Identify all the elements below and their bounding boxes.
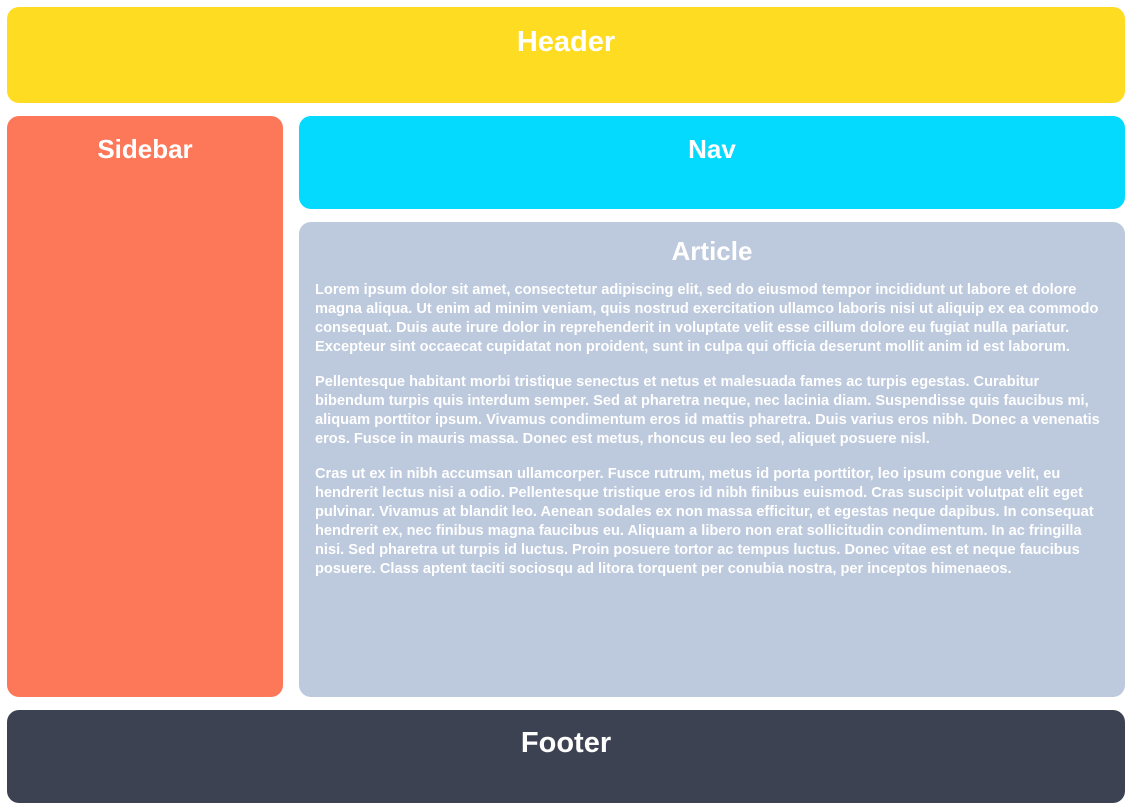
sidebar-region: Sidebar (7, 116, 283, 697)
article-paragraph: Pellentesque habitant morbi tristique se… (315, 374, 1100, 447)
article-paragraph: Cras ut ex in nibh accumsan ullamcorper.… (315, 465, 1094, 577)
article-paragraph: Lorem ipsum dolor sit amet, consectetur … (315, 282, 1099, 356)
nav-title: Nav (688, 134, 736, 164)
header-region: Header (7, 7, 1125, 103)
article-title: Article (671, 236, 753, 266)
article-region: Article Lorem ipsum dolor sit amet, cons… (299, 222, 1125, 697)
footer-region: Footer (7, 710, 1125, 803)
nav-region[interactable]: Nav (299, 116, 1125, 209)
footer-title: Footer (520, 727, 612, 759)
header-title: Header (516, 26, 616, 58)
article-body: Lorem ipsum dolor sit amet, consectetur … (315, 281, 1109, 579)
sidebar-title: Sidebar (97, 134, 193, 164)
